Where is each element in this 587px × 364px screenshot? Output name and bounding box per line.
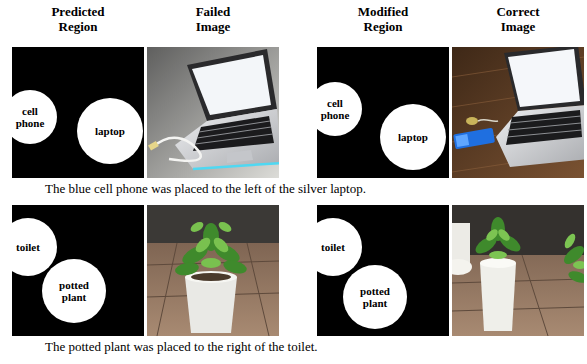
region-circle: laptop [380,104,446,170]
object-label: toilet [313,241,354,253]
circle-shape [0,218,57,276]
circle-shape [380,104,446,170]
object-label: laptop [87,125,133,137]
circle-shape [304,218,362,276]
region-circle: cell phone [3,90,57,144]
object-label: laptop [390,131,436,143]
circle-text: laptop [390,131,436,143]
region-panel [12,47,144,178]
row-caption: The potted plant was placed to the right… [45,339,318,354]
circle-shape [343,265,407,329]
circle-shape [77,98,143,164]
failed-photo [147,205,279,336]
circle-text: cell phone [11,105,49,129]
correct-photo [452,47,584,178]
column-header: Failed Image [180,4,246,34]
circle-text: cell phone [316,97,354,121]
region-circle: potted plant [343,265,407,329]
region-circle: cell phone [308,82,362,136]
region-circle: toilet [0,218,57,276]
failed-photo [147,47,279,178]
circle-text: toilet [313,241,354,253]
circle-text: laptop [87,125,133,137]
column-header: Modified Region [350,4,416,34]
row-caption: The blue cell phone was placed to the le… [45,181,366,196]
object-label: toilet [8,241,49,253]
object-label: cell phone [316,97,354,121]
region-circle: laptop [77,98,143,164]
correct-photo [452,205,584,336]
circle-shape [308,82,362,136]
object-label: potted plant [353,285,398,309]
region-circle: potted plant [42,259,106,323]
object-label: cell phone [11,105,49,129]
circle-text: potted plant [353,285,398,309]
region-panel [317,47,449,178]
circle-text: potted plant [52,279,97,303]
circle-shape [3,90,57,144]
circle-shape [42,259,106,323]
column-header: Predicted Region [45,4,111,34]
column-header: Correct Image [485,4,551,34]
region-circle: toilet [304,218,362,276]
object-label: potted plant [52,279,97,303]
circle-text: toilet [8,241,49,253]
